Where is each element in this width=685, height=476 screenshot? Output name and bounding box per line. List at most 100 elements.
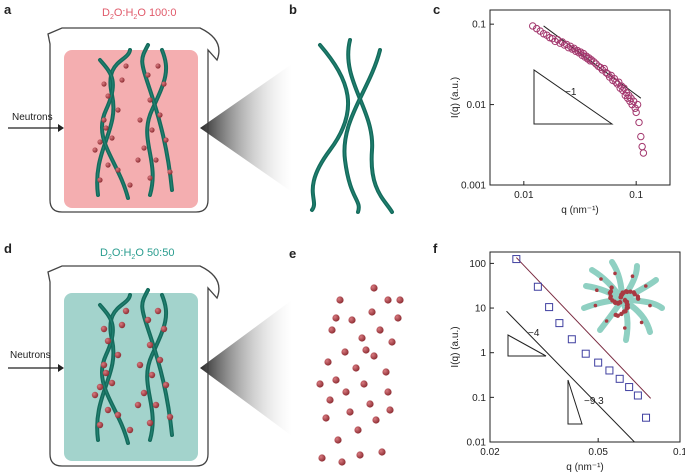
data-point (587, 56, 596, 64)
particle (101, 81, 107, 87)
particle (155, 63, 161, 69)
plot-frame (489, 9, 671, 186)
x-axis-label: q (nm⁻¹) (566, 462, 604, 473)
particle (100, 325, 108, 333)
inset-particle (608, 289, 614, 294)
particle (324, 358, 332, 366)
particle (163, 137, 169, 143)
particle (384, 296, 392, 304)
particle (370, 352, 378, 360)
particle (104, 406, 112, 414)
particle (103, 125, 109, 131)
strand-highlight (146, 49, 167, 196)
particle (382, 368, 390, 376)
polymer-strands-d (91, 288, 174, 445)
data-point (639, 149, 648, 157)
inset-particle (639, 320, 644, 325)
particle (362, 346, 370, 354)
particle (338, 458, 346, 466)
data-point (633, 391, 642, 400)
particle (334, 436, 342, 444)
y-tick-label: 0.01 (467, 100, 487, 111)
inset-particle (617, 299, 623, 305)
particle (109, 135, 115, 141)
particle (104, 337, 112, 345)
scatter-cone-a (200, 64, 292, 192)
arrow-head-d (58, 364, 64, 372)
particle (146, 419, 154, 427)
particle (137, 117, 143, 123)
x-tick-label: 0.1 (629, 190, 643, 201)
particle (118, 321, 126, 329)
data-point (512, 255, 521, 264)
particles-e (316, 284, 404, 466)
y-axis-label: I(q) (a.u.) (450, 77, 461, 118)
particle (157, 112, 163, 118)
particle (342, 388, 350, 396)
data-point (564, 43, 573, 52)
particle (336, 296, 344, 304)
particle (136, 361, 144, 369)
inset-particle (632, 291, 637, 297)
particle (346, 408, 354, 416)
inset-particle (625, 289, 630, 295)
particle (147, 97, 153, 103)
inset-particle (621, 309, 627, 314)
x-axis-label: q (nm⁻¹) (561, 205, 599, 216)
data-point (594, 358, 603, 367)
particle (144, 316, 152, 324)
data-point (567, 335, 576, 344)
scatter-cone-d (200, 300, 292, 436)
particle (358, 334, 366, 342)
particle (356, 451, 364, 459)
particle (156, 356, 164, 364)
panel-label-d: d (4, 241, 12, 256)
particle (108, 379, 116, 387)
particle (119, 77, 125, 83)
particle (341, 348, 349, 356)
particle (135, 157, 141, 163)
particle (388, 338, 396, 346)
panel-d-title: D2O:H2O 50:50 (100, 247, 174, 261)
particle (354, 426, 362, 434)
data-point (605, 366, 614, 375)
data-point (581, 349, 590, 358)
fit-line (506, 310, 635, 443)
panel-label-e: e (289, 246, 296, 261)
inset-particle (628, 289, 633, 294)
y-tick-label: 0.1 (472, 20, 486, 31)
slope-label: −1 (565, 87, 577, 98)
y-tick-label: 0.1 (472, 393, 486, 404)
particle (100, 361, 108, 369)
particle (127, 182, 133, 188)
panel-label-c: c (433, 2, 440, 17)
particle (145, 72, 151, 78)
data-point (625, 383, 634, 392)
data-point (533, 282, 542, 291)
slope-triangle (533, 69, 614, 125)
inset-particle (648, 303, 652, 308)
plot-frame (489, 251, 681, 443)
beaker-a (47, 27, 220, 213)
panel-label-a: a (4, 2, 12, 17)
panel-label-f: f (433, 241, 438, 256)
inset-particle (624, 303, 630, 308)
particle (160, 325, 168, 333)
y-tick-label: 1 (480, 348, 486, 359)
particle (328, 326, 336, 334)
fit-line (515, 257, 652, 399)
slope-label-2: −9.3 (584, 396, 604, 407)
particle (326, 396, 334, 404)
particle (348, 316, 356, 324)
inset-particle (635, 296, 641, 301)
data-point (631, 104, 639, 112)
inset-particle (630, 274, 635, 279)
particle (154, 307, 162, 315)
x-tick-label: 0.01 (514, 190, 534, 201)
inset-micelle (581, 259, 665, 343)
polymer-strands-a (92, 43, 174, 200)
particle (105, 162, 111, 168)
